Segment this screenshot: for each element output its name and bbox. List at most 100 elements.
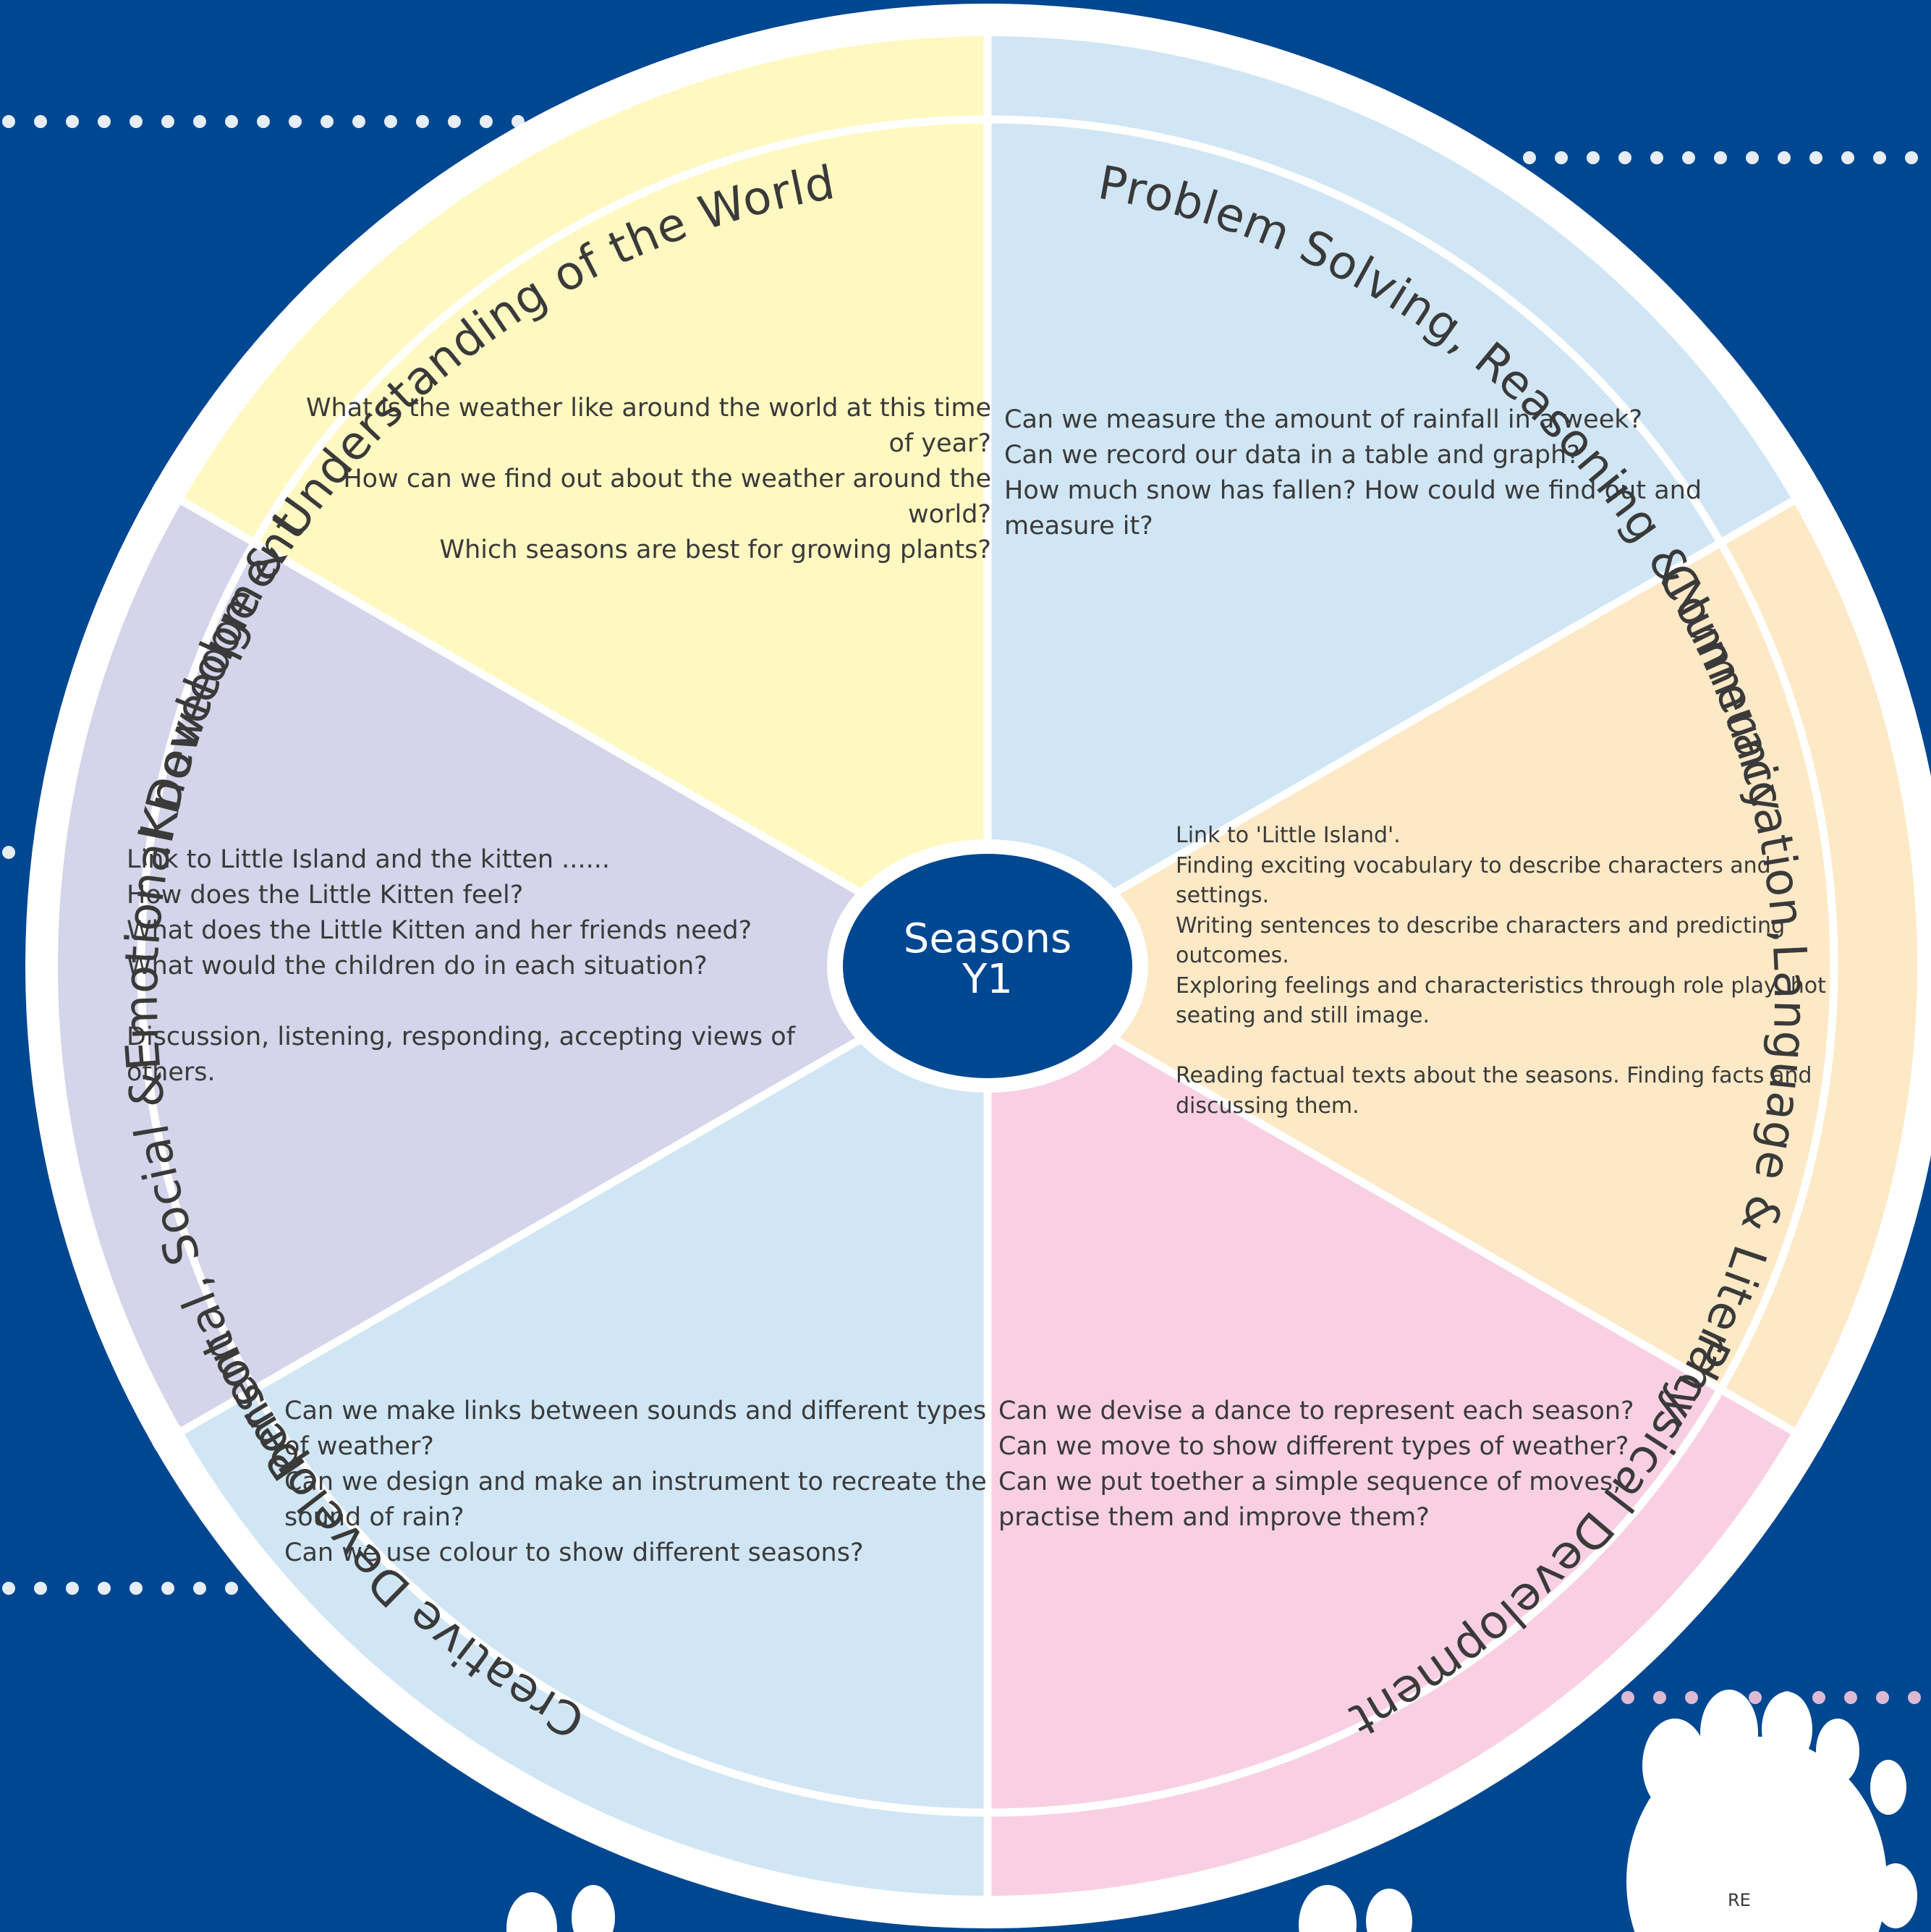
decorative-dot bbox=[480, 115, 493, 128]
personal-segment-text: Link to Little Island and the kitten ...… bbox=[127, 842, 850, 1090]
decorative-dot bbox=[1778, 151, 1791, 164]
text-line: Can we use colour to show different seas… bbox=[284, 1538, 864, 1567]
text-line: Discussion, listening, responding, accep… bbox=[127, 1022, 796, 1051]
text-line bbox=[1176, 1031, 1870, 1062]
text-line: world? bbox=[908, 500, 991, 529]
text-line: of year? bbox=[888, 429, 991, 458]
decorative-dot bbox=[448, 115, 461, 128]
text-line: measure it? bbox=[1004, 512, 1153, 541]
decorative-dot bbox=[66, 115, 79, 128]
decorative-dot bbox=[1618, 151, 1631, 164]
text-line: Which seasons are best for growing plant… bbox=[439, 535, 991, 564]
problem-solving-wedge bbox=[988, 36, 1793, 966]
decorative-dot bbox=[1841, 151, 1854, 164]
decorative-dot bbox=[1621, 1691, 1634, 1704]
decorative-dot bbox=[193, 1582, 206, 1595]
decorative-dot bbox=[2, 846, 15, 859]
text-line: Finding exciting vocabulary to describe … bbox=[1176, 852, 1771, 909]
decorative-dot bbox=[161, 1582, 174, 1595]
communication-wedge bbox=[988, 501, 1917, 1431]
text-line: discussing them. bbox=[1176, 1093, 1359, 1119]
decorative-dot bbox=[1714, 151, 1727, 164]
text-line: Can we measure the amount of rainfall in… bbox=[1004, 405, 1643, 434]
decorative-dot bbox=[98, 115, 111, 128]
text-line: Can we make links between sounds and dif… bbox=[284, 1397, 987, 1425]
decorative-dot bbox=[1905, 151, 1918, 164]
communication-segment-text: Link to 'Little Island'. Finding exciting… bbox=[1176, 821, 1870, 1121]
decorative-dot bbox=[1650, 151, 1663, 164]
text-line: Writing sentences to describe characters… bbox=[1176, 912, 1786, 939]
text-line: Can we design and make an instrument to … bbox=[284, 1467, 987, 1496]
creative-segment-text: Can we make links between sounds and dif… bbox=[284, 1394, 993, 1571]
text-line: What is the weather like around the worl… bbox=[305, 394, 991, 423]
text-line: Can we put toether a simple sequence of … bbox=[998, 1467, 1621, 1496]
decorative-dot bbox=[2, 115, 15, 128]
decorative-dot bbox=[257, 115, 270, 128]
decorative-dot bbox=[225, 115, 238, 128]
text-line: Can we devise a dance to represent each … bbox=[998, 1397, 1634, 1425]
decorative-dot bbox=[1749, 1691, 1762, 1704]
center-subtitle: Y1 bbox=[962, 956, 1013, 1003]
decorative-dot bbox=[1587, 151, 1600, 164]
creative-wedge bbox=[182, 966, 988, 1896]
decorative-dot bbox=[384, 115, 397, 128]
physical-wedge bbox=[988, 966, 1793, 1896]
decorative-dot bbox=[289, 115, 302, 128]
decorative-dot bbox=[1746, 151, 1759, 164]
text-line: practise them and improve them? bbox=[998, 1503, 1430, 1532]
personal-wedge bbox=[57, 501, 988, 1431]
knowledge-segment-text: What is the weather like around the worl… bbox=[286, 391, 991, 568]
text-line: Link to 'Little Island'. bbox=[1176, 823, 1401, 848]
text-line bbox=[127, 984, 850, 1020]
decorative-dot bbox=[416, 115, 429, 128]
decorative-dot bbox=[225, 1582, 238, 1595]
text-line: How can we find out about the weather ar… bbox=[343, 465, 991, 493]
footer-mark: RE bbox=[1728, 1890, 1751, 1910]
decorative-dot bbox=[1812, 1691, 1825, 1704]
text-line: What would the children do in each situa… bbox=[127, 952, 708, 980]
decorative-dot bbox=[2, 1582, 15, 1595]
problem-solving-segment-text: Can we measure the amount of rainfall in… bbox=[1004, 402, 1713, 544]
decorative-dot bbox=[34, 1582, 47, 1595]
decorative-dot bbox=[1685, 1691, 1698, 1704]
center-label: Seasons Y1 bbox=[843, 919, 1132, 1000]
decorative-dot bbox=[352, 115, 365, 128]
footprint-decoration bbox=[506, 1690, 1917, 1932]
center-ellipse bbox=[843, 854, 1132, 1078]
decorative-dot bbox=[1873, 151, 1886, 164]
decorative-dot bbox=[130, 1582, 143, 1595]
segment-wedges bbox=[57, 36, 1917, 1896]
decorative-dots bbox=[2, 115, 1921, 1704]
text-line: Reading factual texts about the seasons.… bbox=[1176, 1063, 1812, 1088]
decorative-dot bbox=[66, 1582, 79, 1595]
decorative-dot bbox=[98, 1582, 111, 1595]
text-line: of weather? bbox=[284, 1432, 434, 1461]
text-line: seating and still image. bbox=[1176, 1003, 1430, 1028]
decorative-dot bbox=[1908, 1691, 1921, 1704]
decorative-dot bbox=[1844, 1691, 1857, 1704]
text-line: How much snow has fallen? How could we f… bbox=[1004, 476, 1702, 505]
text-line: Can we record our data in a table and gr… bbox=[1004, 441, 1580, 470]
text-line: others. bbox=[127, 1058, 216, 1087]
text-line: Exploring feelings and characteristics t… bbox=[1176, 973, 1826, 999]
text-line: sound of rain? bbox=[284, 1503, 464, 1532]
decorative-dot bbox=[1876, 1691, 1889, 1704]
decorative-dot bbox=[1653, 1691, 1666, 1704]
text-line: What does the Little Kitten and her frie… bbox=[127, 916, 752, 945]
decorative-dot bbox=[1682, 151, 1695, 164]
decorative-dot bbox=[1555, 151, 1568, 164]
decorative-dot bbox=[321, 115, 334, 128]
text-line: Can we move to show different types of w… bbox=[998, 1432, 1629, 1461]
text-line: Link to Little Island and the kitten ...… bbox=[127, 845, 610, 874]
physical-segment-text: Can we devise a dance to represent each … bbox=[998, 1394, 1707, 1535]
text-line: outcomes. bbox=[1176, 943, 1289, 968]
decorative-dot bbox=[130, 115, 143, 128]
center-title: Seasons bbox=[903, 915, 1072, 962]
decorative-dot bbox=[34, 115, 47, 128]
knowledge-wedge bbox=[182, 36, 988, 966]
decorative-dot bbox=[161, 115, 174, 128]
decorative-dot bbox=[1523, 151, 1536, 164]
text-line: How does the Little Kitten feel? bbox=[127, 881, 524, 910]
decorative-dot bbox=[193, 115, 206, 128]
